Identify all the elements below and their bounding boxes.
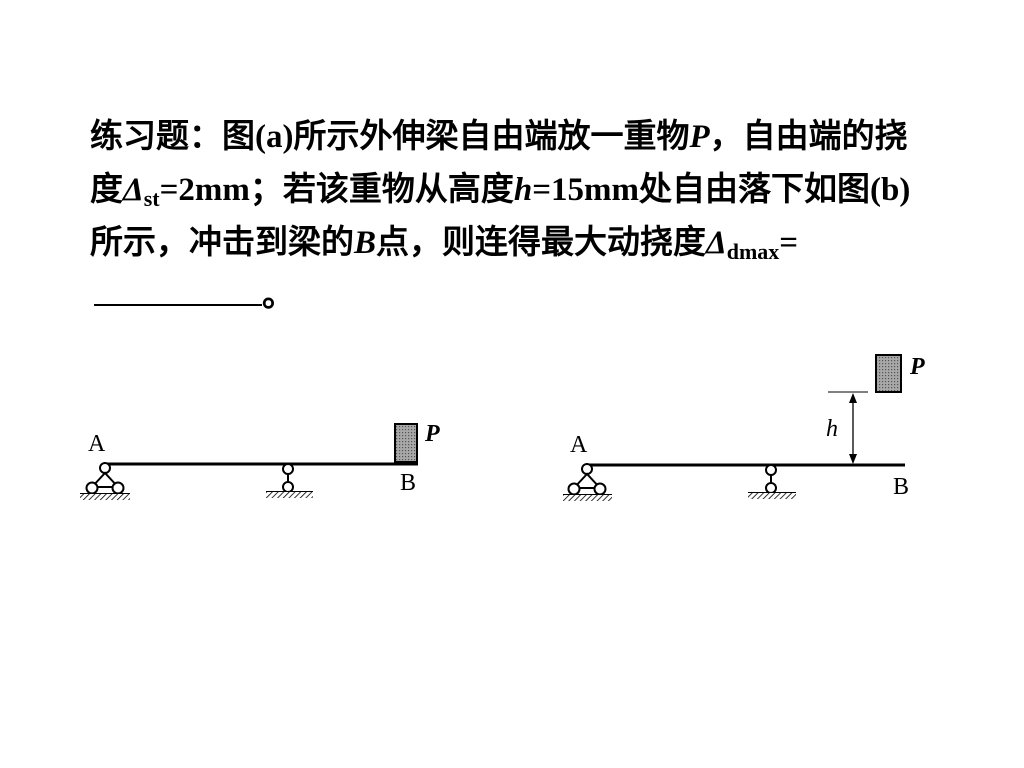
ground-hatch xyxy=(266,492,313,498)
label-b-fig-a: B xyxy=(400,470,416,496)
ground-hatch xyxy=(80,494,130,500)
pin-support-b xyxy=(563,463,612,501)
figure-b: A B P h xyxy=(563,354,925,501)
ground-hatch xyxy=(748,493,796,499)
ground-hatch xyxy=(563,495,612,501)
label-a-fig-a: A xyxy=(88,431,106,457)
roller-support-b xyxy=(748,464,796,499)
problem-text-7: 点，则连得最大动挠度 xyxy=(376,222,707,261)
delta-symbol: Δ xyxy=(123,172,144,208)
problem-text-1: 练习题：图 xyxy=(90,116,255,155)
problem-text-3: ，自由端的挠度 xyxy=(90,116,908,208)
problem-end-mark: 。 xyxy=(262,275,295,314)
roller-support-a xyxy=(266,463,313,498)
label-p-fig-b: P xyxy=(909,354,925,380)
answer-blank xyxy=(94,274,262,306)
weight-symbol: P xyxy=(689,119,710,155)
label-h-fig-b: h xyxy=(826,416,838,442)
point-b-symbol: B xyxy=(354,225,377,261)
label-b-fig-b: B xyxy=(893,474,909,500)
problem-text-2: 所示外伸梁自由端放一重物 xyxy=(293,116,690,155)
problem-text: 练习题：图(a)所示外伸梁自由端放一重物P，自由端的挠度Δst=2mm；若该重物… xyxy=(90,110,940,321)
height-value: =15mm xyxy=(532,172,640,208)
problem-text-5: 处自由落下如图 xyxy=(639,169,871,208)
problem-text-4: ；若该重物从高度 xyxy=(249,169,514,208)
label-p-fig-a: P xyxy=(424,421,440,447)
static-deflection-value: =2mm xyxy=(159,172,250,208)
height-dimension xyxy=(828,391,868,464)
figure-a: A B P xyxy=(80,421,440,500)
pin-support-a xyxy=(80,462,130,500)
height-symbol: h xyxy=(513,172,533,208)
label-a-fig-b: A xyxy=(570,432,588,458)
problem-text-6: 所示，冲击到梁的 xyxy=(90,222,354,261)
figure-ref-a: (a) xyxy=(255,119,294,155)
delta-symbol-dmax: Δ xyxy=(706,225,727,261)
equals-sign: = xyxy=(779,225,799,261)
delta-st-subscript: st xyxy=(143,186,160,211)
delta-dmax-subscript: dmax xyxy=(726,239,780,264)
figure-ref-b: (b) xyxy=(870,172,911,208)
weight-block-a xyxy=(394,423,418,463)
weight-block-b xyxy=(875,354,902,393)
